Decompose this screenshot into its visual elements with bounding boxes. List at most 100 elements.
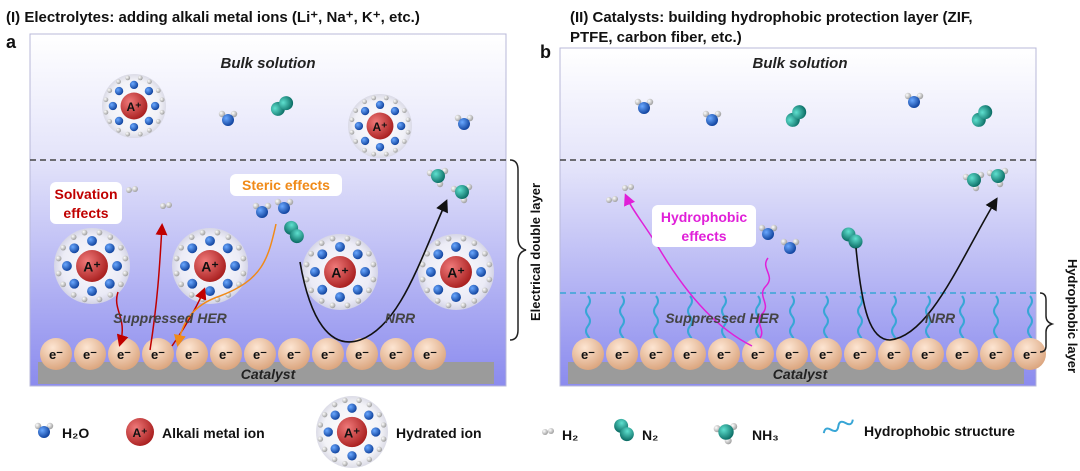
hydrogen-atom <box>308 250 314 257</box>
oxygen-atom <box>390 106 400 116</box>
hydrogen-atom <box>178 244 184 251</box>
oxygen-atom <box>38 426 50 438</box>
hydrogen-atom <box>758 224 766 232</box>
electron-sphere <box>414 338 446 370</box>
hydrophobic-strand <box>721 295 727 347</box>
oxygen-atom <box>360 136 370 146</box>
hydrophobic-wavy-path <box>758 257 771 339</box>
electron-label: e⁻ <box>751 347 765 362</box>
hydrogen-atom <box>107 88 113 93</box>
electron-label: e⁻ <box>185 347 199 362</box>
water-molecule-icon <box>252 202 272 218</box>
oxygen-atom <box>352 284 363 295</box>
nitrogen-atom <box>991 169 1005 183</box>
legend-hydrated-label: Hydrated ion <box>396 425 482 441</box>
oxygen-atom <box>104 278 115 289</box>
oxygen-atom <box>375 142 385 152</box>
panel-a-letter: a <box>6 32 17 52</box>
oxygen-atom <box>61 261 72 271</box>
hydrogen-atom <box>70 292 77 298</box>
hydrogen-atom <box>342 397 348 404</box>
hydrophobic-strand <box>891 295 897 347</box>
hydrophobic-layer-bracket: Hydrophobic layer <box>1039 259 1080 373</box>
electron-label: e⁻ <box>717 347 731 362</box>
hydrogen-atom <box>159 97 165 103</box>
water-molecule-icon <box>454 114 474 130</box>
panel-a-molecules <box>126 96 474 244</box>
hydrogen-atom <box>405 129 411 135</box>
panel-a-electrons: e⁻e⁻e⁻e⁻e⁻e⁻e⁻e⁻e⁻e⁻e⁻e⁻ <box>40 338 446 370</box>
oxygen-atom <box>762 228 774 240</box>
nitrogen-atom <box>431 169 445 183</box>
hydrogen-atom <box>542 429 548 435</box>
hydrated-ion-icon: A⁺ <box>348 94 412 158</box>
hydrogen-atom <box>628 184 634 190</box>
hydrogen-atom <box>424 250 430 257</box>
hydrogen-atom <box>137 75 143 81</box>
electron-label: e⁻ <box>83 347 97 362</box>
hydrogen-atom <box>353 139 359 144</box>
electron-sphere <box>742 338 774 370</box>
oxygen-atom <box>335 292 345 303</box>
hydrogen-atom <box>81 229 88 236</box>
panel-a: (I) Electrolytes: adding alkali metal io… <box>6 9 507 387</box>
hydrogen-atom <box>155 119 161 124</box>
hydrogen-atom <box>147 127 152 133</box>
oxygen-atom <box>150 101 160 111</box>
water-molecule-icon <box>702 110 722 126</box>
oxygen-atom <box>360 106 370 116</box>
hydrophobic-structures <box>585 295 1033 347</box>
oxygen-atom <box>187 243 198 254</box>
electron-sphere <box>346 338 378 370</box>
hydrogen-atom <box>393 99 398 105</box>
panel-a-nrr-arrow <box>299 199 448 343</box>
nitrogen-atom <box>792 105 807 120</box>
legend-hydrated-icon: A⁺ <box>316 396 388 468</box>
panel-a-title: (I) Electrolytes: adding alkali metal io… <box>6 9 420 26</box>
electron-sphere <box>946 338 978 370</box>
oxygen-atom <box>425 267 436 277</box>
electron-sphere <box>108 338 140 370</box>
electron-sphere <box>210 338 242 370</box>
hydrogen-atom <box>318 298 325 304</box>
oxygen-atom <box>114 116 124 126</box>
hydrogen-atom <box>96 296 103 303</box>
hydrogen-atom <box>103 109 109 115</box>
blocked-h2-arrow <box>624 193 753 347</box>
oxygen-atom <box>179 261 190 271</box>
hydrogen-atom <box>303 276 310 283</box>
panel-b-letter: b <box>540 42 551 62</box>
electron-icon: e⁻ <box>572 338 604 370</box>
hydrogen-atom <box>434 298 441 304</box>
legend-n2-label: N₂ <box>642 427 658 443</box>
hydrogen-atom <box>792 238 800 246</box>
electron-sphere <box>244 338 276 370</box>
panel-b-title-line2: PTFE, carbon fiber, etc.) <box>570 29 742 46</box>
oxygen-atom <box>330 444 340 454</box>
oxygen-atom <box>104 243 115 254</box>
hydrophobic-strand <box>993 295 999 347</box>
hydrogen-atom <box>383 151 389 157</box>
hydrogen-atom <box>116 127 121 133</box>
alkali-ion-core <box>194 250 226 282</box>
alkali-ion-core <box>120 92 148 120</box>
nitrogen-atom <box>967 173 981 187</box>
nitrogen-molecule-icon <box>270 96 294 116</box>
hydrogen-atom <box>401 139 407 144</box>
electron-icon: e⁻ <box>674 338 706 370</box>
panel-b-solution <box>559 47 1037 387</box>
hydrogen-atom <box>371 151 377 157</box>
hydrogen-atom <box>137 131 143 137</box>
legend-hydrophobic-label: Hydrophobic structure <box>864 423 1015 439</box>
hydrogen-atom <box>264 202 272 210</box>
hydrogen-atom <box>236 244 242 251</box>
electron-icon: e⁻ <box>844 338 876 370</box>
hydrogen-atom <box>714 110 722 118</box>
electron-label: e⁻ <box>683 347 697 362</box>
hydrogen-atom <box>466 114 474 122</box>
hydrogen-atom <box>780 238 788 246</box>
electron-label: e⁻ <box>151 347 165 362</box>
steric-label: Steric effects <box>242 177 330 193</box>
hydrogen-atom <box>486 261 493 268</box>
oxygen-atom <box>908 96 920 108</box>
